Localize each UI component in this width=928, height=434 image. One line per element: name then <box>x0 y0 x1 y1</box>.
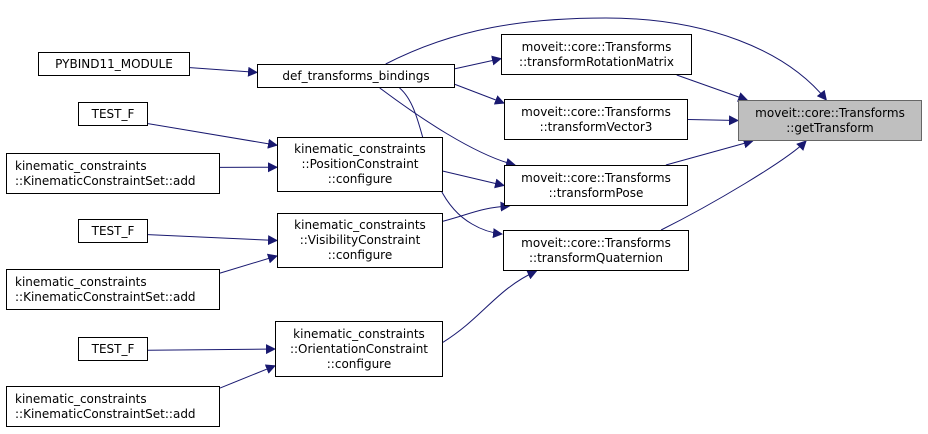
node-label-line: ::VisibilityConstraint <box>299 233 421 247</box>
node-transform-quaternion[interactable]: moveit::core::Transforms ::transformQuat… <box>503 230 689 271</box>
edge-def_bind-to-vec3 <box>454 83 505 105</box>
node-label-line: ::PositionConstraint <box>301 157 419 171</box>
node-pybind11-module[interactable]: PYBIND11_MODULE <box>38 52 190 76</box>
node-kinematic-constraint-set-add-3[interactable]: kinematic_constraints ::KinematicConstra… <box>6 386 220 427</box>
edge-def_bind-to-root <box>385 17 827 101</box>
node-label-line: ::configure <box>326 356 392 371</box>
node-get-transform-root: moveit::core::Transforms ::getTransform <box>738 100 922 141</box>
node-kinematic-constraint-set-add-1[interactable]: kinematic_constraints ::KinematicConstra… <box>6 153 220 194</box>
node-label-line: TEST_F <box>91 106 135 121</box>
edge-def_bind-to-pose <box>379 87 517 168</box>
node-label-line: moveit::core::Transforms <box>521 104 671 119</box>
edge-test3-to-ori <box>147 344 276 355</box>
edge-vis-to-pose <box>442 201 511 222</box>
node-label-line: def_transforms_bindings <box>282 68 430 83</box>
node-label-line: ::KinematicConstraintSet::add <box>15 173 196 188</box>
edge-ori-to-quat <box>442 270 538 343</box>
edge-test2-to-vis <box>147 234 278 246</box>
node-label-line: ::transformPose <box>548 185 644 200</box>
node-label-line: ::configure <box>327 248 393 262</box>
node-def-transforms-bindings[interactable]: def_transforms_bindings <box>257 64 455 88</box>
node-transform-pose[interactable]: moveit::core::Transforms ::transformPose <box>504 165 688 206</box>
node-label-line: TEST_F <box>91 223 135 238</box>
node-label-line: ::OrientationConstraint <box>289 341 429 356</box>
node-transform-rotation-matrix[interactable]: moveit::core::Transforms ::transformRota… <box>501 34 692 75</box>
node-test-f-2[interactable]: TEST_F <box>78 219 148 243</box>
node-label-line: ::transformVector3 <box>539 119 653 134</box>
edge-pos-to-pose <box>442 170 505 189</box>
node-label-line: kinematic_constraints <box>15 274 147 289</box>
edge-def_bind-to-quat <box>399 87 503 239</box>
node-position-constraint-configure[interactable]: kinematic_constraints ::PositionConstrai… <box>277 137 443 192</box>
node-label-line: ::getTransform <box>786 120 874 135</box>
node-label-line: moveit::core::Transforms <box>521 39 672 54</box>
edge-test1-to-pos <box>147 123 278 149</box>
node-label-line: kinematic_constraints <box>294 142 426 156</box>
node-visibility-constraint-configure[interactable]: kinematic_constraints ::VisibilityConstr… <box>277 213 443 268</box>
node-label-line: ::transformRotationMatrix <box>519 54 674 69</box>
node-kinematic-constraint-set-add-2[interactable]: kinematic_constraints ::KinematicConstra… <box>6 269 220 310</box>
edge-pose-to-root <box>665 138 754 166</box>
node-label-line: kinematic_constraints <box>293 326 425 341</box>
node-label-line: ::transformQuaternion <box>528 250 663 265</box>
node-label-line: kinematic_constraints <box>294 218 426 232</box>
node-label-line: kinematic_constraints <box>15 391 147 406</box>
node-test-f-1[interactable]: TEST_F <box>78 102 148 126</box>
node-label-line: moveit::core::Transforms <box>521 235 671 250</box>
node-label-line: PYBIND11_MODULE <box>55 56 173 71</box>
edge-kcs3-to-ori <box>219 364 276 389</box>
node-label-line: ::KinematicConstraintSet::add <box>15 406 196 421</box>
edge-def_bind-to-rotmat <box>454 55 502 70</box>
edge-rotmat-to-root <box>676 74 749 102</box>
edge-quat-to-root <box>660 140 807 231</box>
node-label-line: TEST_F <box>91 341 135 356</box>
node-transform-vector3[interactable]: moveit::core::Transforms ::transformVect… <box>504 99 688 140</box>
edge-vec3-to-root <box>687 115 739 126</box>
node-test-f-3[interactable]: TEST_F <box>78 337 148 361</box>
node-label-line: moveit::core::Transforms <box>521 170 671 185</box>
edge-pybind-to-def_bind <box>189 66 258 77</box>
node-label-line: kinematic_constraints <box>15 158 147 173</box>
node-label-line: ::KinematicConstraintSet::add <box>15 289 196 304</box>
node-orientation-constraint-configure[interactable]: kinematic_constraints ::OrientationConst… <box>275 321 443 377</box>
node-label-line: moveit::core::Transforms <box>755 105 905 120</box>
node-label-line: ::configure <box>327 172 393 186</box>
edge-kcs2-to-vis <box>219 253 278 274</box>
